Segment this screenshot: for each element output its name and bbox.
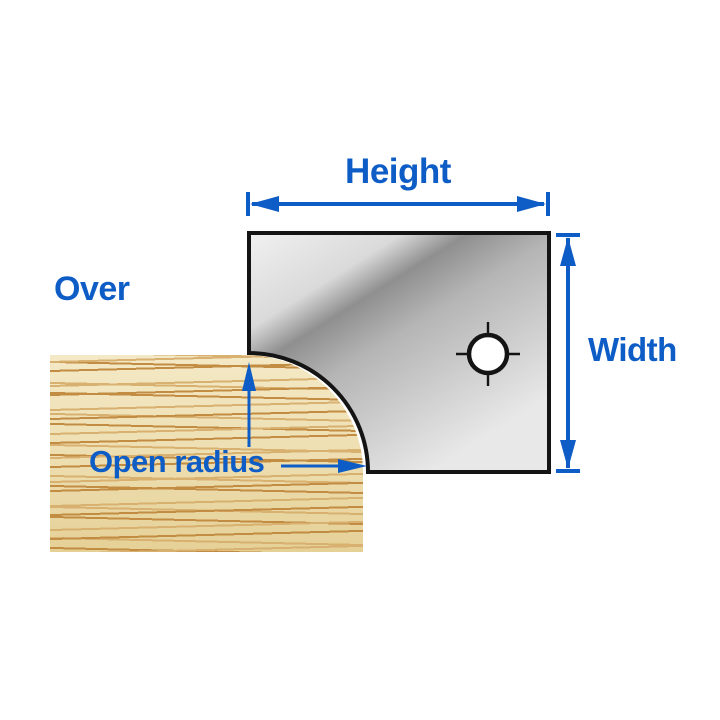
open-radius-horizontal-arrow — [281, 459, 367, 473]
width-dimension-label: Width — [588, 331, 677, 368]
width-dimension-arrow — [556, 233, 580, 473]
height-dimension-label: Height — [345, 152, 451, 191]
bore-hole-icon — [456, 322, 520, 386]
open-radius-label: Open radius — [89, 444, 265, 479]
knife-insert-profile — [247, 231, 551, 474]
height-dimension-arrow — [246, 192, 550, 216]
wood-workpiece — [50, 355, 363, 552]
orientation-label: Over — [54, 270, 130, 308]
open-radius-vertical-arrow — [242, 362, 256, 447]
